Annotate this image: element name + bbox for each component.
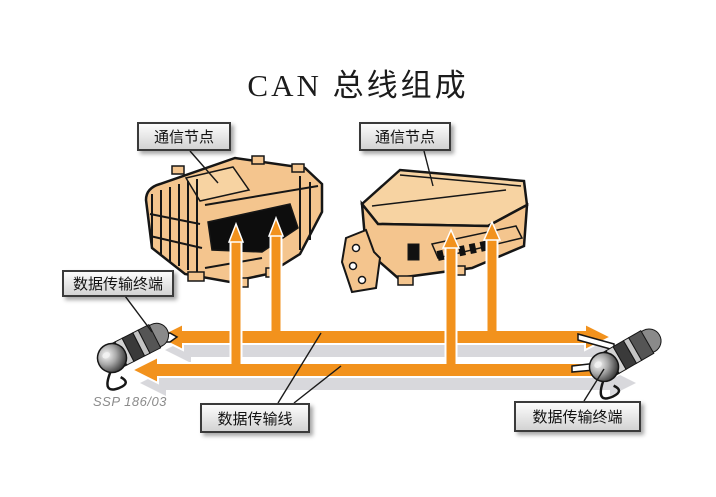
callout-terminal-left-label: 数据传输终端 xyxy=(72,276,163,293)
callout-terminal-left: 数据传输终端 xyxy=(62,270,174,297)
callout-node-left-label: 通信节点 xyxy=(153,129,214,146)
ecu-right-illustration xyxy=(340,168,529,294)
callout-node-right-label: 通信节点 xyxy=(374,129,435,146)
callout-node-left: 通信节点 xyxy=(137,122,231,151)
callout-terminal-right-label: 数据传输终端 xyxy=(532,409,623,426)
callout-node-right: 通信节点 xyxy=(359,122,451,151)
bus-stub-lines xyxy=(227,215,502,370)
callout-bus-line-label: 数据传输线 xyxy=(217,410,293,428)
callout-leader-lines xyxy=(124,150,605,404)
footnote-ssp: SSP 186/03 xyxy=(93,394,167,409)
diagram-title: CAN 总线组成 xyxy=(247,68,469,103)
callout-bus-line: 数据传输线 xyxy=(200,403,310,433)
terminator-right-illustration xyxy=(571,328,662,400)
callout-terminal-right: 数据传输终端 xyxy=(514,401,641,432)
